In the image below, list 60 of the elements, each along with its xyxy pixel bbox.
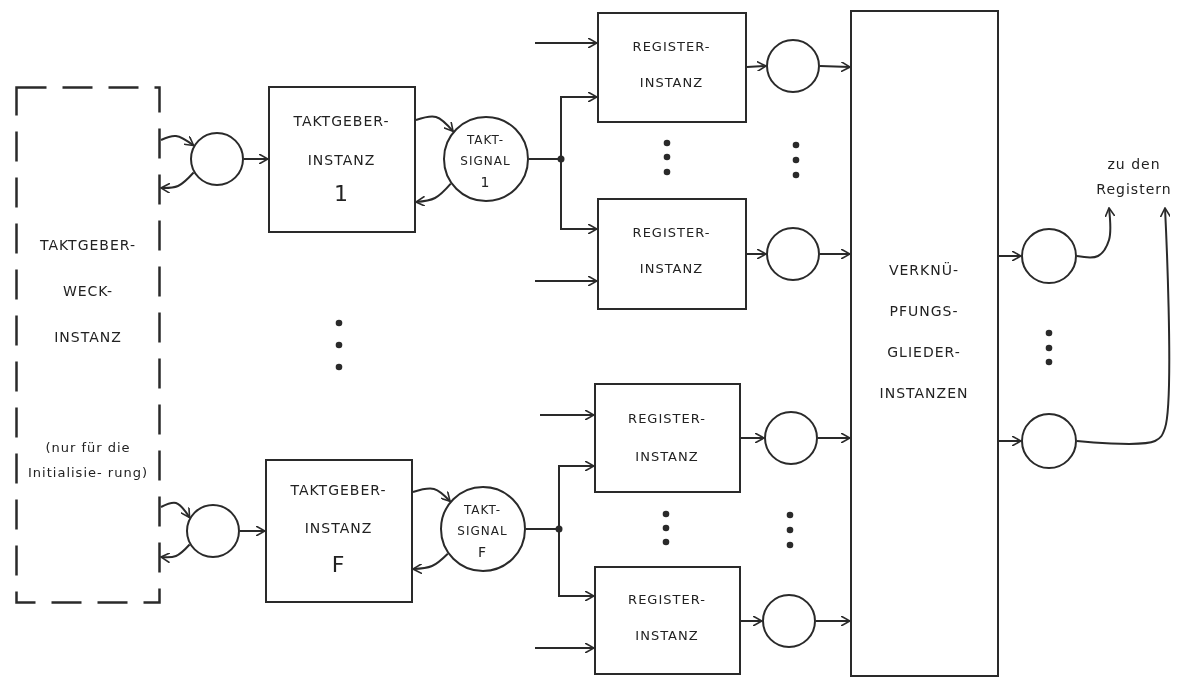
node-label: TAKTGEBER- INSTANZ bbox=[292, 112, 391, 170]
process-box bbox=[850, 10, 999, 677]
arrow bbox=[740, 615, 763, 627]
arrow bbox=[746, 60, 767, 73]
input-arrow bbox=[534, 275, 598, 287]
node-label: VERKNÜ- PFUNGS- GLIEDER- INSTANZEN bbox=[878, 261, 970, 403]
arrow bbox=[815, 615, 851, 627]
node-sublabel: F bbox=[476, 543, 489, 562]
dashed-box bbox=[15, 86, 161, 604]
node-sublabel: (nur für die Initialisie- rung) bbox=[27, 439, 149, 482]
arrow bbox=[1076, 207, 1116, 259]
node-label: TAKTGEBER- WECK- INSTANZ bbox=[38, 236, 137, 347]
arrow bbox=[160, 134, 195, 147]
arrow bbox=[160, 543, 191, 564]
empty-circle bbox=[1021, 413, 1077, 469]
arrow bbox=[415, 115, 455, 133]
empty-circle bbox=[766, 227, 820, 281]
empty-circle bbox=[762, 594, 816, 648]
arrow bbox=[998, 435, 1022, 447]
arrow bbox=[528, 158, 598, 235]
process-box bbox=[597, 12, 747, 123]
input-arrow bbox=[539, 409, 595, 421]
node-sublabel: 1 bbox=[333, 180, 350, 208]
empty-circle bbox=[190, 132, 244, 186]
node-label: REGISTER- INSTANZ bbox=[631, 224, 712, 278]
arrow bbox=[412, 552, 449, 575]
arrow bbox=[243, 153, 269, 165]
arrow bbox=[1076, 207, 1172, 445]
arrow bbox=[998, 250, 1022, 262]
node-label: REGISTER- INSTANZ bbox=[627, 410, 707, 466]
node-label: TAKTGEBER- INSTANZ bbox=[289, 481, 388, 538]
arrow bbox=[415, 182, 452, 207]
node-sublabel: F bbox=[330, 551, 347, 579]
arrow bbox=[746, 248, 767, 260]
process-box bbox=[265, 459, 413, 603]
input-arrow bbox=[534, 642, 595, 654]
arrow bbox=[740, 432, 765, 444]
arrow bbox=[819, 60, 851, 73]
node-label: TAKT- SIGNAL bbox=[459, 132, 512, 170]
process-box bbox=[594, 566, 741, 675]
arrow bbox=[817, 432, 851, 444]
input-arrow bbox=[534, 37, 598, 49]
empty-circle bbox=[766, 39, 820, 93]
annotation-text: zu den Registern bbox=[1095, 155, 1173, 199]
arrow bbox=[525, 528, 595, 602]
empty-circle bbox=[764, 411, 818, 465]
arrow bbox=[160, 501, 191, 519]
node-sublabel: 1 bbox=[479, 173, 492, 192]
arrow bbox=[239, 525, 266, 537]
process-box bbox=[594, 383, 741, 493]
process-box bbox=[597, 198, 747, 310]
arrow bbox=[412, 487, 452, 503]
node-label: REGISTER- INSTANZ bbox=[631, 38, 712, 92]
node-label: TAKT- SIGNAL bbox=[456, 502, 509, 540]
arrow bbox=[819, 248, 851, 260]
arrow bbox=[160, 171, 195, 194]
empty-circle bbox=[186, 504, 240, 558]
node-label: REGISTER- INSTANZ bbox=[627, 591, 707, 645]
empty-circle bbox=[1021, 228, 1077, 284]
process-box bbox=[268, 86, 416, 233]
